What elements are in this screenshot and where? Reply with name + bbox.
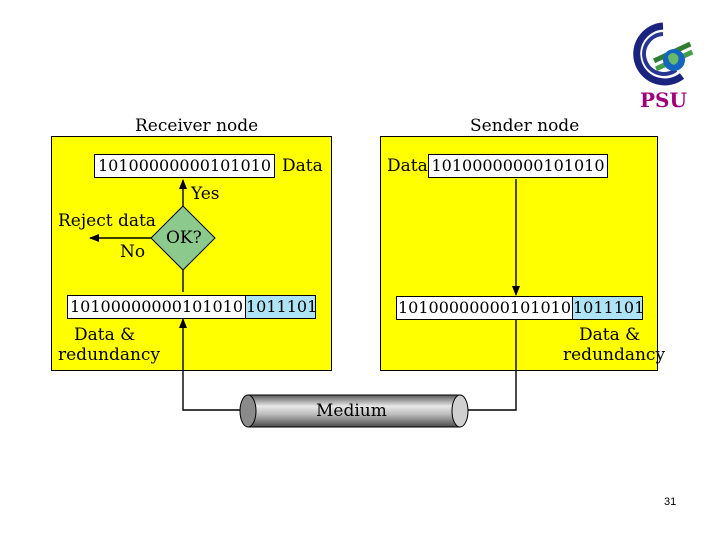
sender-sent-bits: 10100000000101010 — [396, 296, 573, 320]
psu-globe-logo-icon — [633, 22, 694, 86]
sender-dr-line2: redundancy — [563, 345, 666, 365]
ok-decision-diamond — [150, 205, 216, 271]
sender-data-redundancy-label: Data & redundancy — [563, 325, 665, 365]
slide-number: 31 — [664, 496, 677, 508]
psu-logo: PSU — [628, 20, 698, 112]
medium-cylinder — [239, 394, 469, 428]
psu-text: PSU — [640, 88, 687, 112]
ok-decision-label: OK? — [166, 228, 202, 248]
yes-label: Yes — [191, 184, 220, 204]
receiver-received-bits: 10100000000101010 — [67, 295, 246, 319]
receiver-node-title: Receiver node — [135, 116, 259, 136]
receiver-data-redundancy-label: Data & redundancy — [58, 325, 160, 365]
sender-to-medium-line — [451, 318, 517, 414]
reject-data-label: Reject data — [58, 211, 156, 231]
sender-node-title: Sender node — [470, 116, 580, 136]
receiver-dr-line1: Data & — [74, 325, 136, 345]
sender-data-label: Data — [387, 156, 428, 176]
receiver-data-label: Data — [282, 156, 323, 176]
no-label: No — [120, 242, 146, 262]
receiver-dr-line2: redundancy — [58, 345, 161, 365]
medium-label: Medium — [316, 401, 387, 421]
medium-to-receiver-line — [179, 318, 248, 411]
receiver-redundancy-bits: 1011101 — [245, 295, 316, 319]
sender-redundancy-bits: 1011101 — [572, 296, 643, 320]
receiver-data-bits: 10100000000101010 — [94, 154, 275, 178]
sender-dr-line1: Data & — [579, 325, 641, 345]
sender-data-bits: 10100000000101010 — [428, 154, 608, 178]
